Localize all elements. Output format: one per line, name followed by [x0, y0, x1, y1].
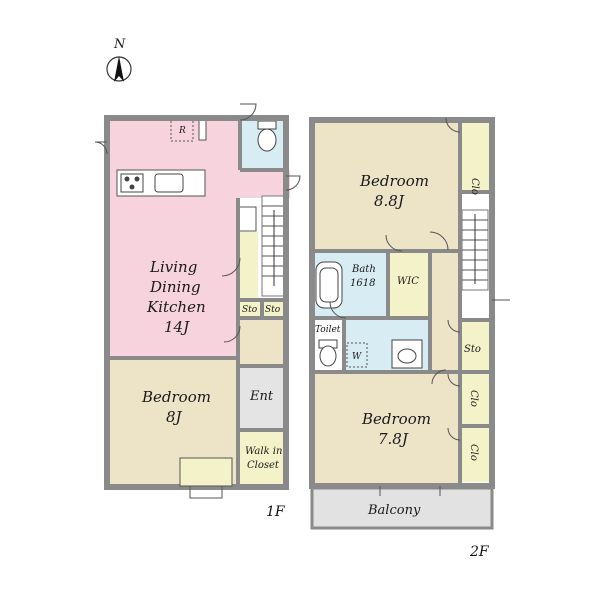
balcony-area — [312, 488, 492, 528]
storage-2f-label: Sto — [464, 344, 481, 355]
floor-2-outer-wall — [309, 117, 495, 489]
walk-in-closet-label-line1: Walk in — [245, 446, 282, 457]
doors-2f — [329, 117, 510, 496]
compass: N — [106, 37, 132, 82]
kitchen-corridor-area — [200, 170, 290, 198]
floor-2-label: 2F — [469, 544, 490, 560]
wic-label: WIC — [397, 276, 419, 287]
floor-1: R Living Dining — [94, 103, 301, 520]
closet-top-label: Clo — [469, 178, 480, 195]
entrance-label: Ent — [249, 389, 274, 404]
storage-left-area — [240, 300, 262, 318]
walk-in-closet-label-line2: Closet — [247, 460, 280, 471]
storage-left-label: Sto — [242, 305, 258, 315]
refrigerator-space — [170, 118, 194, 142]
bathtub-icon — [315, 261, 343, 309]
closet-top-area — [460, 120, 490, 190]
stair-closet-area — [238, 232, 258, 298]
wic-area — [390, 252, 430, 316]
bedroom-top-size: 8.8J — [374, 192, 405, 210]
entrance-area — [240, 366, 286, 429]
doors-1f — [94, 103, 301, 499]
washer-label: W — [352, 352, 362, 362]
closet-mid-label: Clo — [468, 390, 479, 407]
toilet-2f-label: Toilet — [315, 325, 341, 335]
bedroom-top-label: Bedroom — [359, 172, 429, 190]
floor-1-label: 1F — [266, 504, 286, 520]
bath-label: Bath — [351, 264, 376, 275]
toilet-2f-icon — [318, 339, 338, 367]
bath-size: 1618 — [350, 278, 375, 289]
hall-1f-area — [240, 318, 286, 365]
balcony-label: Balcony — [367, 503, 421, 518]
storage-right-area — [262, 300, 286, 318]
closet-mid-area — [460, 374, 490, 426]
floor-2: Bedroom 8.8J Clo Bath 1618 WIC Toilet W … — [309, 117, 510, 560]
hall-2f-area — [430, 250, 460, 370]
bedroom-1f-label: Bedroom — [141, 388, 211, 406]
walk-in-closet-area — [240, 432, 286, 486]
ldk-area — [107, 118, 240, 358]
bedroom-top-area — [312, 120, 460, 250]
closet-low-area — [460, 428, 490, 482]
bath-label-area — [348, 252, 388, 316]
balcony-rail — [310, 486, 494, 530]
storage-right-label: Sto — [265, 305, 281, 315]
bay-window-1f — [179, 457, 233, 487]
pantry-shelf — [198, 119, 207, 141]
ldk-label-line2: Dining — [149, 278, 201, 296]
kitchen-counter — [116, 169, 206, 197]
closet-low-label: Clo — [468, 444, 479, 461]
bedroom-bottom-area — [312, 372, 460, 484]
washer-space — [346, 342, 368, 368]
storage-2f-area — [460, 322, 490, 372]
sink-icon — [154, 173, 184, 193]
ldk-label-size: 14J — [164, 318, 190, 336]
toilet-1f-icon — [257, 120, 277, 152]
bedroom-1f-size: 8J — [166, 408, 183, 426]
bedroom-bottom-size: 7.8J — [378, 430, 409, 448]
ldk-label-line1: Living — [149, 258, 197, 276]
bedroom-bottom-label: Bedroom — [361, 410, 431, 428]
stairs-2f — [461, 209, 489, 291]
stairs-1f — [261, 195, 287, 297]
refrigerator-label: R — [178, 126, 186, 136]
compass-north-label: N — [113, 37, 126, 52]
floor-1-outer-wall — [104, 115, 289, 490]
ldk-label-line3: Kitchen — [146, 298, 206, 316]
washbasin-1f — [237, 206, 257, 232]
compass-arrow-icon — [114, 56, 124, 82]
